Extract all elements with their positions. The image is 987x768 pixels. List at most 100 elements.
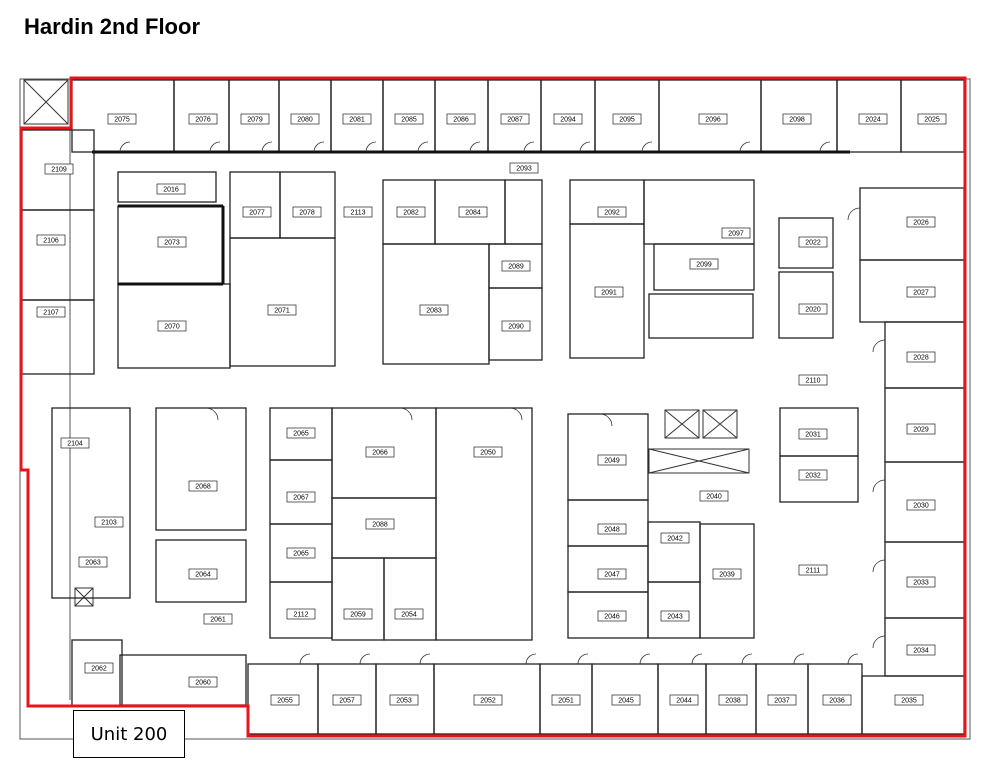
room-number: 2035 (901, 698, 917, 705)
room-label-2045: 2045 (611, 694, 641, 706)
room-number: 2030 (913, 503, 929, 510)
room-label-2064: 2064 (188, 568, 218, 580)
room-label-2098: 2098 (782, 113, 812, 125)
room-number: 2032 (805, 473, 821, 480)
room-number: 2042 (667, 536, 683, 543)
corridor-walls (92, 150, 850, 286)
room-number: 2037 (774, 698, 790, 705)
room-label-2051: 2051 (551, 694, 581, 706)
room-number: 2027 (913, 290, 929, 297)
room-number: 2043 (667, 614, 683, 621)
room-number: 2066 (372, 450, 388, 457)
room-number: 2040 (706, 494, 722, 501)
room-number: 2046 (604, 614, 620, 621)
room-label-2089: 2089 (501, 260, 531, 272)
room-number: 2067 (293, 495, 309, 502)
room-label-2087: 2087 (500, 113, 530, 125)
room-label-2076: 2076 (188, 113, 218, 125)
room-number: 2112 (293, 612, 308, 619)
room-label-2047: 2047 (597, 568, 627, 580)
room-label-2030: 2030 (906, 499, 936, 511)
room-label-2034: 2034 (906, 644, 936, 656)
room-label-2016: 2016 (156, 183, 186, 195)
room-label-2043: 2043 (660, 610, 690, 622)
map-title: Hardin 2nd Floor (24, 14, 200, 39)
room-label-2068: 2068 (188, 480, 218, 492)
room-label-2112: 2112 (286, 608, 316, 620)
room-number: 2087 (507, 117, 523, 124)
room-number: 2081 (349, 117, 365, 124)
room-label-2096: 2096 (698, 113, 728, 125)
room-number: 2052 (480, 698, 496, 705)
room-label-2065: 2065 (286, 427, 316, 439)
room-label-2026: 2026 (906, 216, 936, 228)
room-label-2073: 2073 (157, 236, 187, 248)
room-label-2065: 2065 (286, 547, 316, 559)
room-label-2060: 2060 (188, 676, 218, 688)
room-label-2088: 2088 (365, 518, 395, 530)
room-number: 2031 (805, 432, 821, 439)
room-number: 2055 (277, 698, 293, 705)
room-label-2085: 2085 (394, 113, 424, 125)
room-label-2092: 2092 (597, 206, 627, 218)
room-number: 2086 (453, 117, 469, 124)
room-number: 2080 (297, 117, 313, 124)
room-number: 2092 (604, 210, 620, 217)
room-number: 2091 (601, 290, 617, 297)
room-number: 2107 (43, 310, 59, 317)
room-label-2050: 2050 (473, 446, 503, 458)
room-label-2025: 2025 (917, 113, 947, 125)
room-number: 2036 (829, 698, 845, 705)
room-label-2024: 2024 (858, 113, 888, 125)
room-number: 2029 (913, 427, 929, 434)
room-number: 2073 (164, 240, 180, 247)
room-number: 2103 (101, 520, 117, 527)
room-label-2094: 2094 (553, 113, 583, 125)
interior-walls (21, 79, 965, 735)
room-number: 2093 (516, 166, 532, 173)
room-label-2093: 2093 (509, 162, 539, 174)
room-label-2099: 2099 (689, 258, 719, 270)
room-label-2061: 2061 (203, 613, 233, 625)
room-label-2028: 2028 (906, 351, 936, 363)
room-label-2038: 2038 (718, 694, 748, 706)
room-label-2079: 2079 (240, 113, 270, 125)
room-label-2037: 2037 (767, 694, 797, 706)
room-label-2062: 2062 (84, 662, 114, 674)
room-label-2054: 2054 (394, 608, 424, 620)
room-label-2081: 2081 (342, 113, 372, 125)
room-number: 2097 (728, 231, 744, 238)
room-label-2067: 2067 (286, 491, 316, 503)
room-number: 2049 (604, 458, 620, 465)
room-label-2083: 2083 (419, 304, 449, 316)
room-number: 2016 (163, 187, 179, 194)
room-number: 2104 (67, 441, 83, 448)
room-number: 2090 (508, 324, 524, 331)
room-label-2111: 2111 (798, 564, 828, 576)
room-label-2059: 2059 (343, 608, 373, 620)
room-number: 2077 (249, 210, 265, 217)
room-number: 2028 (913, 355, 929, 362)
room-number: 2064 (195, 572, 211, 579)
unit-boundary (19, 76, 967, 738)
room-number: 2057 (339, 698, 355, 705)
room-label-2090: 2090 (501, 320, 531, 332)
room-number: 2096 (705, 117, 721, 124)
room-number: 2034 (913, 648, 929, 655)
room-label-2109: 2109 (44, 163, 74, 175)
room-label-2057: 2057 (332, 694, 362, 706)
room-label-2075: 2075 (107, 113, 137, 125)
room-label-2040: 2040 (699, 490, 729, 502)
room-label-2078: 2078 (292, 206, 322, 218)
room-number: 2044 (676, 698, 692, 705)
room-label-2052: 2052 (473, 694, 503, 706)
room-number: 2033 (913, 580, 929, 587)
room-label-2082: 2082 (396, 206, 426, 218)
room-label-2110: 2110 (798, 374, 828, 386)
room-number: 2076 (195, 117, 211, 124)
room-number: 2098 (789, 117, 805, 124)
room-label-2107: 2107 (36, 306, 66, 318)
room-number: 2071 (274, 308, 290, 315)
